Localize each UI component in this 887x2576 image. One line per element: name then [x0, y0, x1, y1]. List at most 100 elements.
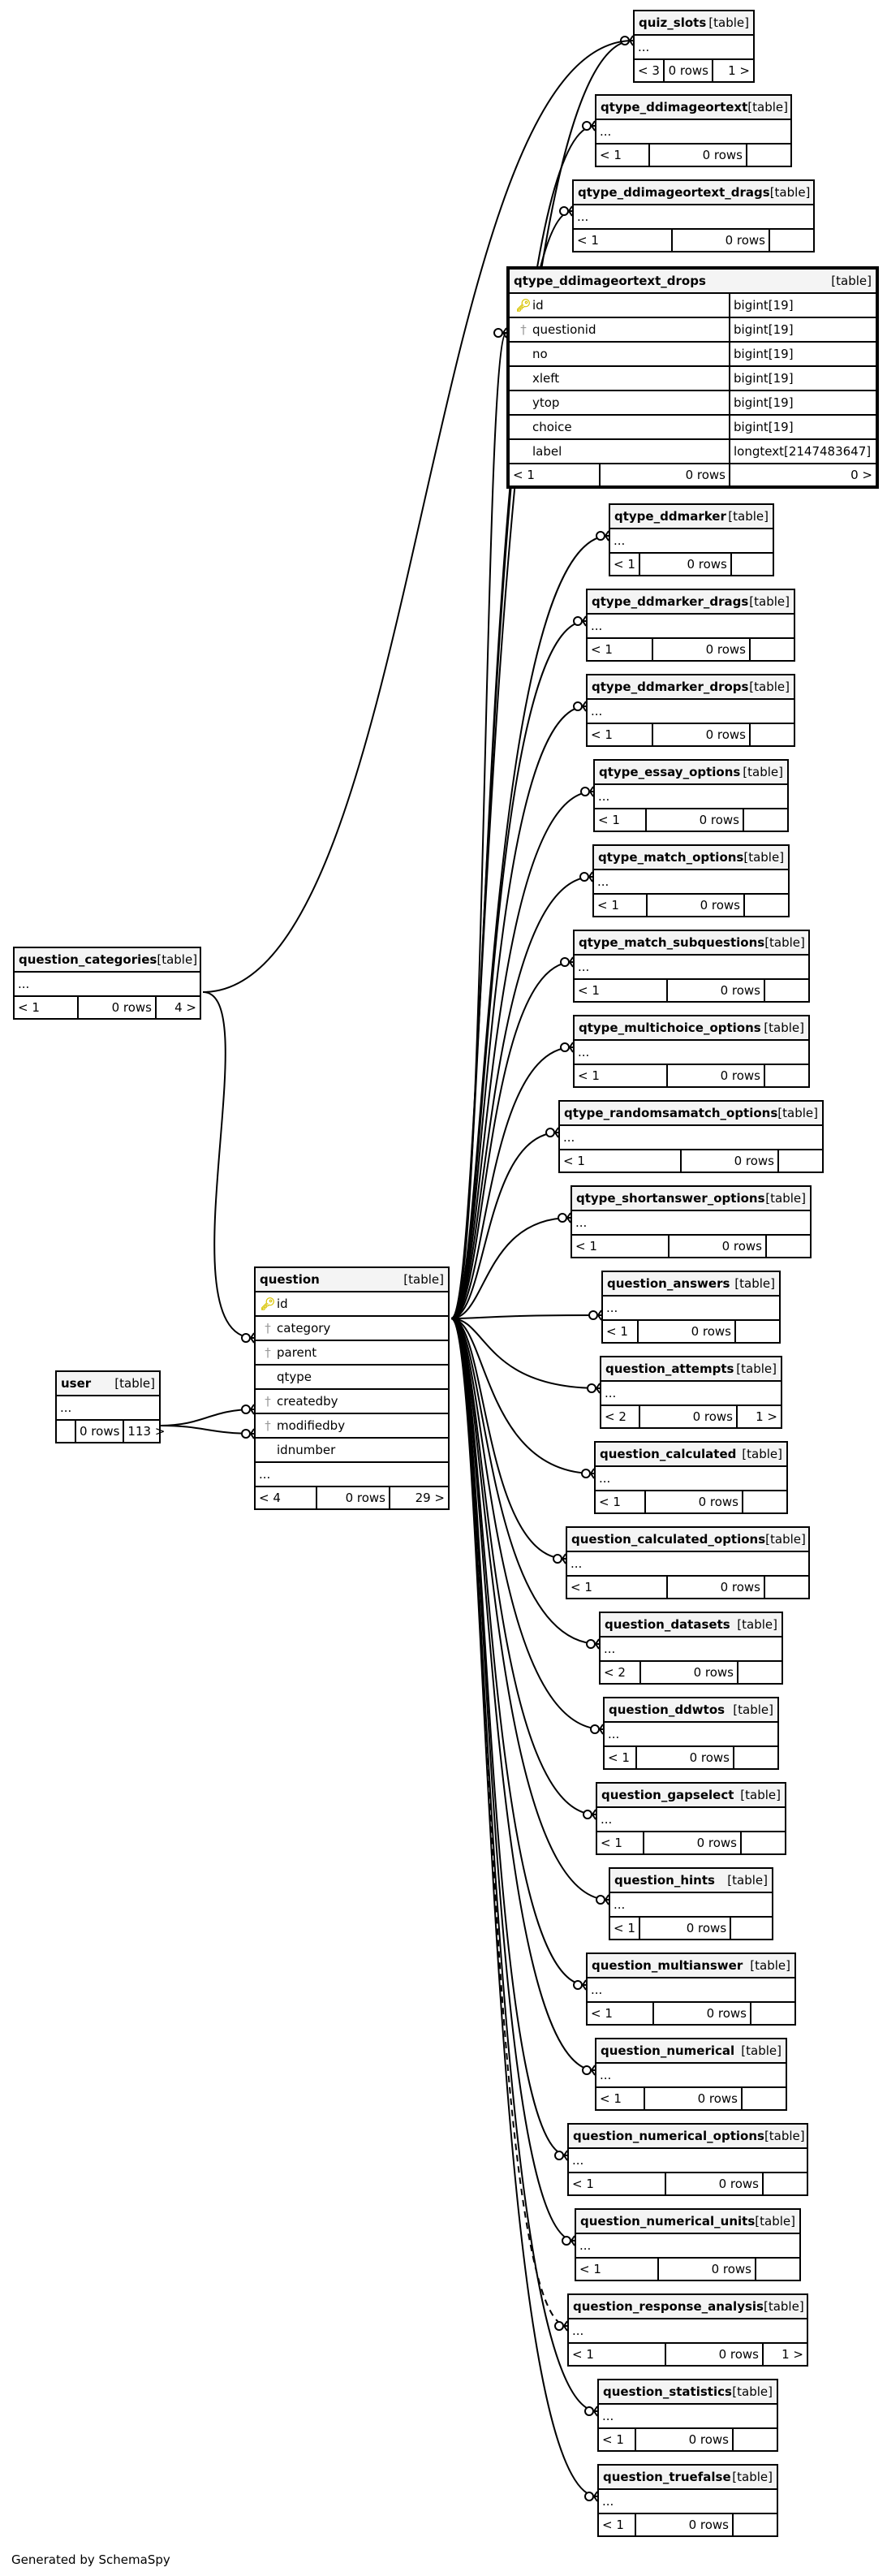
table-name: question_multianswer [592, 1958, 743, 1973]
table-name: qtype_ddimageortext_drags [578, 185, 770, 200]
table-name: qtype_randomsamatch_options [564, 1106, 778, 1120]
table-tag: [table] [708, 15, 749, 30]
ellipsis-row: ... [635, 34, 753, 58]
relationship-line [160, 1409, 255, 1426]
table-tag: [table] [734, 1276, 775, 1291]
ellipsis-row: ... [15, 971, 200, 995]
crowfoot-marker [581, 1469, 591, 1478]
table-name: qtype_shortanswer_options [576, 1191, 765, 1206]
ellipsis-row: ... [599, 2488, 777, 2513]
table-tag: [table] [764, 2129, 805, 2143]
crowfoot-marker [605, 530, 609, 542]
table-name: qtype_ddmarker_drags [592, 594, 749, 609]
crowfoot-marker [569, 1042, 574, 1053]
foreign-key-icon: † [520, 322, 527, 337]
table-qtype-ddimageortext-drags[interactable]: qtype_ddimageortext_drags[table] ... < 1… [572, 179, 815, 252]
ellipsis-row: ... [576, 2233, 799, 2257]
table-tag: [table] [777, 1106, 818, 1120]
ellipsis-row: ... [597, 1806, 785, 1831]
table-tag: [table] [728, 509, 769, 524]
relationship-line [450, 1318, 600, 1645]
crowfoot-marker [587, 1383, 596, 1393]
table-name: question_statistics [603, 2384, 732, 2399]
primary-key-icon: 🔑︎ [260, 1297, 276, 1311]
table-question[interactable]: question[table] 🔑︎id †category †parent q… [254, 1266, 450, 1510]
crowfoot-marker [562, 1553, 566, 1564]
table-name: question_calculated_options [571, 1532, 766, 1547]
crowfoot-marker [593, 2491, 598, 2502]
crowfoot-marker [596, 1383, 601, 1394]
ellipsis-row: ... [596, 2062, 786, 2086]
table-question-numerical-options[interactable]: question_numerical_options[table] ... < … [567, 2123, 808, 2196]
table-tag: [table] [765, 1191, 806, 1206]
ellipsis-row: ... [601, 1636, 782, 1660]
table-question-response-analysis[interactable]: question_response_analysis[table] ... < … [567, 2293, 808, 2367]
crowfoot-marker [588, 871, 593, 882]
table-question-calculated-options[interactable]: question_calculated_options[table] ... <… [566, 1526, 810, 1599]
relationship-line [450, 1132, 559, 1319]
crowfoot-marker [250, 1404, 255, 1415]
ellipsis-row: ... [588, 1977, 794, 2001]
table-tag: [table] [403, 1272, 444, 1287]
table-qtype-randomsamatch-options[interactable]: qtype_randomsamatch_options[table] ... <… [558, 1100, 824, 1173]
column-row: †modifiedby [256, 1413, 448, 1437]
table-tag: [table] [741, 2043, 782, 2058]
crowfoot-marker [605, 1894, 609, 1905]
crowfoot-marker [591, 2065, 596, 2076]
crowfoot-marker [553, 1554, 562, 1564]
relationship-line [202, 40, 634, 993]
table-tag: [table] [764, 1020, 804, 1035]
relationship-line [202, 991, 255, 1339]
table-tag: [table] [831, 274, 872, 288]
crowfoot-marker [545, 1128, 555, 1137]
column-row: †parent [256, 1340, 448, 1364]
table-qtype-multichoice-options[interactable]: qtype_multichoice_options[table] ... < 1… [573, 1015, 810, 1088]
ellipsis-row: ... [610, 1892, 772, 1916]
table-name: question_numerical_units [580, 2214, 756, 2229]
table-name: qtype_multichoice_options [579, 1020, 761, 1035]
crowfoot-marker [582, 615, 587, 627]
table-qtype-shortanswer-options[interactable]: qtype_shortanswer_options[table] ... < 1… [571, 1185, 812, 1258]
ellipsis-row: ... [57, 1395, 159, 1419]
